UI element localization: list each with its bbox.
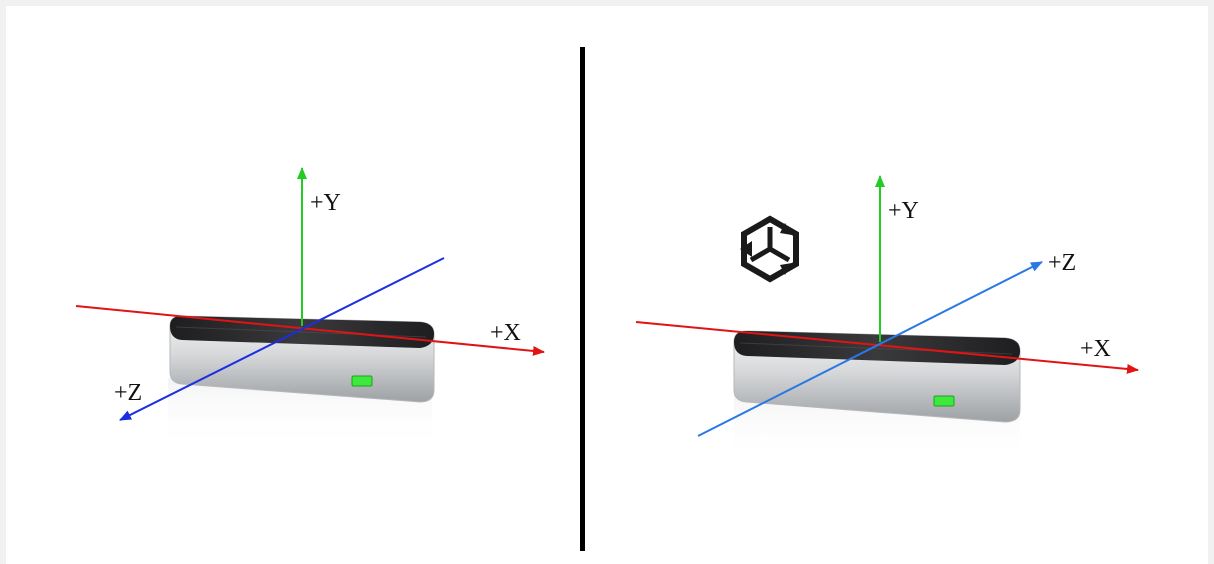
left-z-axis: [119, 257, 445, 421]
left-x-label: +X: [490, 320, 521, 346]
right-y-label: +Y: [888, 198, 919, 224]
center-divider: [580, 47, 585, 551]
right-leap-device: [733, 330, 1021, 423]
left-panel: +Y +X +Z: [75, 167, 545, 450]
white-panel: [6, 6, 1208, 564]
left-y-label: +Y: [310, 190, 341, 216]
right-device-led: [933, 395, 955, 407]
right-x-label: +X: [1080, 336, 1111, 362]
right-z-axis: [697, 261, 1043, 437]
left-leap-device: [169, 315, 435, 403]
right-panel: +Y +Z +X: [635, 175, 1139, 462]
left-x-axis: [75, 305, 545, 356]
left-device-led: [351, 375, 373, 387]
unity-logo-icon: [740, 215, 799, 283]
right-x-axis: [635, 321, 1139, 374]
right-z-label: +Z: [1048, 250, 1076, 276]
left-z-label: +Z: [114, 380, 142, 406]
